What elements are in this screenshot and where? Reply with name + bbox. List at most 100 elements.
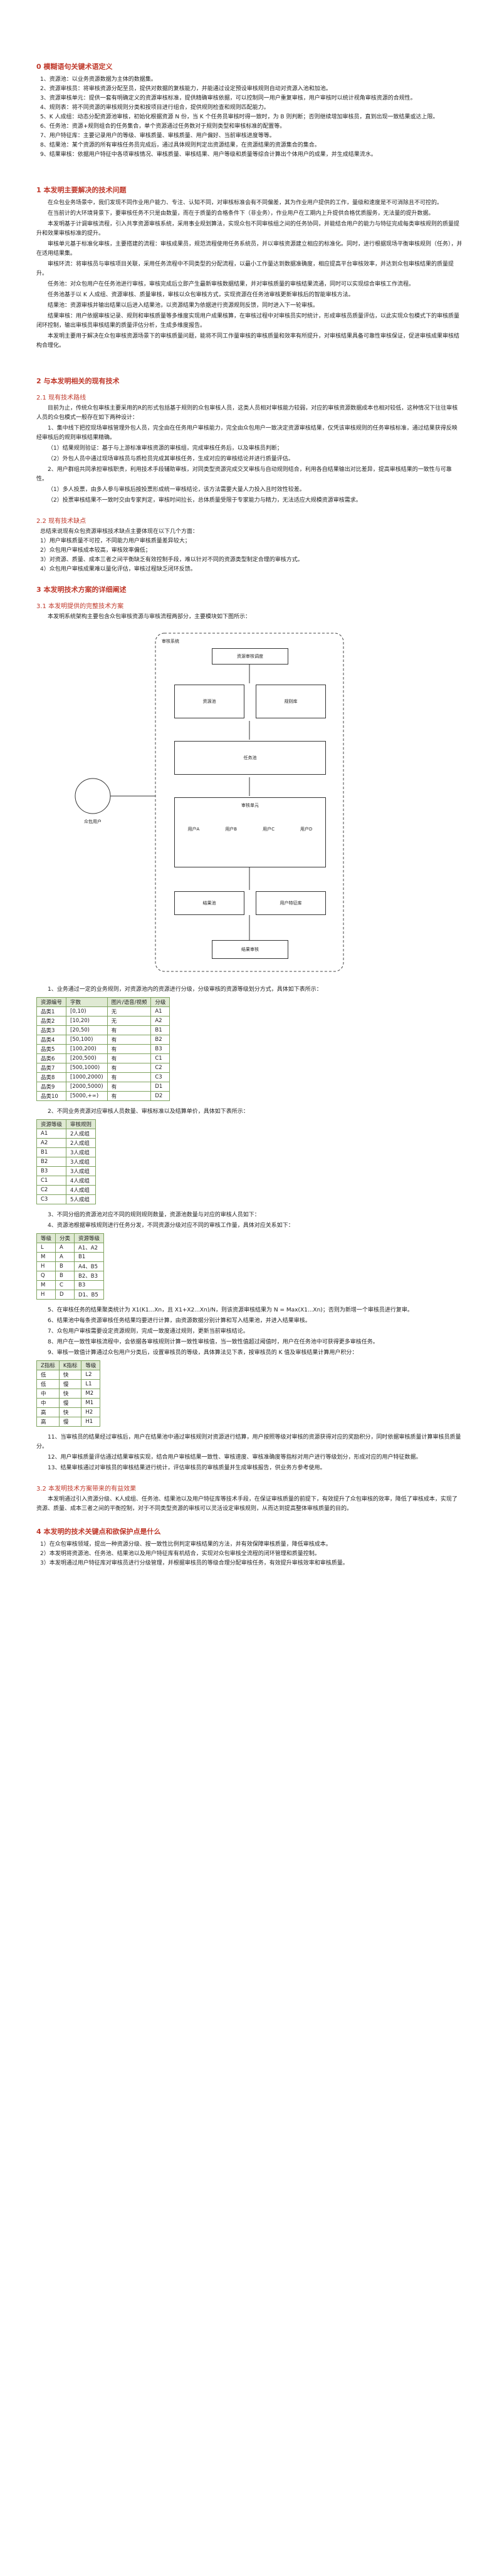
section-4-title: 4 本发明的技术关键点和欲保护点是什么 [36,1526,463,1536]
table-cell: 高 [37,1417,60,1427]
table-header: K指标 [59,1361,81,1370]
table-row: 中慢M1 [37,1399,100,1408]
table-cell: [2000,5000) [66,1082,108,1092]
paragraph: 8、用户在一致性审核流程中，会依据各审核规则计算一致性审核值，当一致性值超过阈值… [36,1338,463,1347]
diagram-node-label: 审核单元 [175,800,325,810]
table-cell: C2 [151,1063,170,1073]
table-cell: 品类2 [37,1016,66,1026]
paragraph: （1）结果规则验证：基于与上游标准审核资源的审核组，完成审核任务后，以及审核员判… [36,444,463,453]
table-header: 资源编号 [37,998,66,1007]
table-cell: 中 [37,1399,60,1408]
table-cell: B1 [151,1026,170,1035]
paragraph: 目前为止，传统众包审核主要采用的R的形式包括基于规则的众包审核人员，这类人员相对… [36,404,463,423]
table-body: 品类1[0,10)无A1品类2[10,20)无A2品类3[20,50)有B1品类… [37,1007,170,1101]
table-cell: 快 [59,1370,81,1380]
paragraph: 5、在审核任务的结果聚类统计为 X1(K1...Xn，且 X1+X2...Xn)… [36,1306,463,1315]
paragraph: 审核环流：将审核员与审核项目关联，采用任务流程中不同类型的分配流程，以最小工作量… [36,260,463,279]
section-2-2-title: 2.2 现有技术缺点 [36,515,463,525]
list-item: 8、结果池：某个资源的所有审核任务员完成后，通过具体规则判定出资源结果，在资源结… [36,141,463,150]
table-cell: 品类8 [37,1073,66,1082]
table-header: Z指标 [37,1361,60,1370]
table-cell: 品类9 [37,1082,66,1092]
list-item: 2）众包用户审核成本较高，审核效率偏低； [36,546,463,556]
table-row: A12人成组 [37,1129,96,1139]
table-row: 品类3[20,50)有B1 [37,1026,170,1035]
table-cell: 低 [37,1380,60,1389]
table-body: 低快L2低慢L1中快M2中慢M1高快H2高慢H1 [37,1370,100,1427]
table-header: 资源等级 [75,1234,104,1243]
table-cell: 品类6 [37,1054,66,1063]
paragraph: 12、用户审核质量评估通过结果审核实现，结合用户审核结果一致性、审核速度、审核准… [36,1453,463,1462]
architecture-diagram: 众包用户 审核系统 资源审核调度 资源池 规则库 任务池 审核单元 用户A 用户… [61,627,437,978]
list-item: 4）众包用户审核成果难以量化评估，审核过程缺乏闭环反馈。 [36,565,463,574]
table-row: B13人成组 [37,1148,96,1157]
table-cell: 慢 [59,1380,81,1389]
table-cell: [1000,2000) [66,1073,108,1082]
list-item: 3）本发明通过用户特征库对审核员进行分级管理，并根据审核员的等级合理分配审核任务… [36,1559,463,1568]
table-cell: A [56,1243,75,1253]
paragraph: （2）外包人员中通过现场审核员与质检员完成其审核任务，生成对应的审核结论并进行质… [36,455,463,464]
table-header: 等级 [81,1361,100,1370]
table-cell: [5000,+∞) [66,1092,108,1101]
table-cell: H [37,1290,56,1300]
table-cell: 快 [59,1389,81,1399]
table-cell: 品类10 [37,1092,66,1101]
table-cell: 有 [107,1073,151,1082]
paragraph: 在当前计的大环境背景下，要审核任务不只是由数量，而在于质量的合格条件下（非业务）… [36,209,463,219]
table-row: 品类9[2000,5000)有D1 [37,1082,170,1092]
table-row: 中快M2 [37,1389,100,1399]
table-cell: C3 [151,1073,170,1082]
paragraph: 审核单元基于标准化审核，主要搭建的流程：审核成果员，规范流程使用任务系统员，并以… [36,240,463,259]
table-cell: C2 [37,1186,66,1195]
table-cell: A4、B5 [75,1262,104,1271]
paragraph: 2、不同业务资源对应审核人员数量、审核标准以及结算单价，具体如下表所示： [36,1107,463,1117]
table-cell: 无 [107,1016,151,1026]
table-cell: D1、B5 [75,1290,104,1300]
section-0-list: 1、资源池：以业务资源数据为主体的数据集。 2、资源审核员：将审核资源分配至员，… [36,75,463,160]
paragraph: 4、资源池根据审核规则进行任务分发，不同资源分级对应不同的审核工作量，具体对应关… [36,1221,463,1231]
table-row: LAA1、A2 [37,1243,104,1253]
paragraph: 6、结果池中每条资源审核任务结果均要进行计算，由资源数据分别计算和写入结果池，并… [36,1316,463,1326]
diagram-node: 审核单元 用户A 用户B 用户C 用户D [174,797,326,867]
table-cell: [50,100) [66,1035,108,1045]
table-cell: A1 [37,1129,66,1139]
table-cell: B1 [75,1253,104,1262]
table-cell: D [56,1290,75,1300]
table-cell: 低 [37,1370,60,1380]
list-item: 总结来说现有众包资源审核技术缺点主要体现在以下几个方面： [36,527,463,537]
table-header: 资源等级 [37,1120,66,1129]
paragraph: 3、不同分组的资源池对应不同的规则规则数量，资源池数量与对应的审核人员如下： [36,1211,463,1220]
table-row: 品类1[0,10)无A1 [37,1007,170,1016]
paragraph: 7、众包用户审核需要设定资源规则，完成一致度通过规则，更新当前审核结论。 [36,1327,463,1337]
list-item: 1）在众包审核领域，提出一种资源分级、按一致性比例判定审核结果的方法，并有效保障… [36,1540,463,1549]
table-cell: B3 [75,1281,104,1290]
table-cell: C3 [37,1195,66,1204]
paragraph: 11、当审核员的结果经过审核后，用户在结果池中通过审核规则对资源进行结算，用户按… [36,1433,463,1452]
table-cell: C1 [37,1176,66,1186]
table-cell: B3 [151,1045,170,1054]
table-row: 品类8[1000,2000)有C3 [37,1073,170,1082]
user-node: 用户B [225,824,237,834]
table-cell: M2 [81,1389,100,1399]
table-cell: 有 [107,1045,151,1054]
table-row: 品类7[500,1000)有C2 [37,1063,170,1073]
table-cell: D2 [151,1092,170,1101]
table-row: C24人成组 [37,1186,96,1195]
diagram-node: 资源池 [174,685,244,718]
table-header: 审核规则 [66,1120,96,1129]
table-cell: 3人成组 [66,1167,96,1176]
list-item: 2、资源审核员：将审核资源分配至员，提供对数据的复核能力，并能通过设定预设审核规… [36,85,463,94]
paragraph: 1、业务通过一定的业务规则，对资源池内的资源进行分级，分级审核的资源等级划分方式… [36,985,463,995]
table-row: 品类5[100,200)有B3 [37,1045,170,1054]
table-row: 高慢H1 [37,1417,100,1427]
user-node: 用户D [300,824,312,834]
table-row: B23人成组 [37,1157,96,1167]
table-cell: A [56,1253,75,1262]
paragraph: （1）多人投票，由多人参与审核后按投票形成统一审核结论，该方法需要大量人力投入且… [36,485,463,495]
table-cell: 品类5 [37,1045,66,1054]
table-row: QBB2、B3 [37,1271,104,1281]
table-cell: B [56,1262,75,1271]
table-row: HBA4、B5 [37,1262,104,1271]
table-row: 低慢L1 [37,1380,100,1389]
section-3-2-title: 3.2 本发明技术方案带来的有益效果 [36,1483,463,1492]
